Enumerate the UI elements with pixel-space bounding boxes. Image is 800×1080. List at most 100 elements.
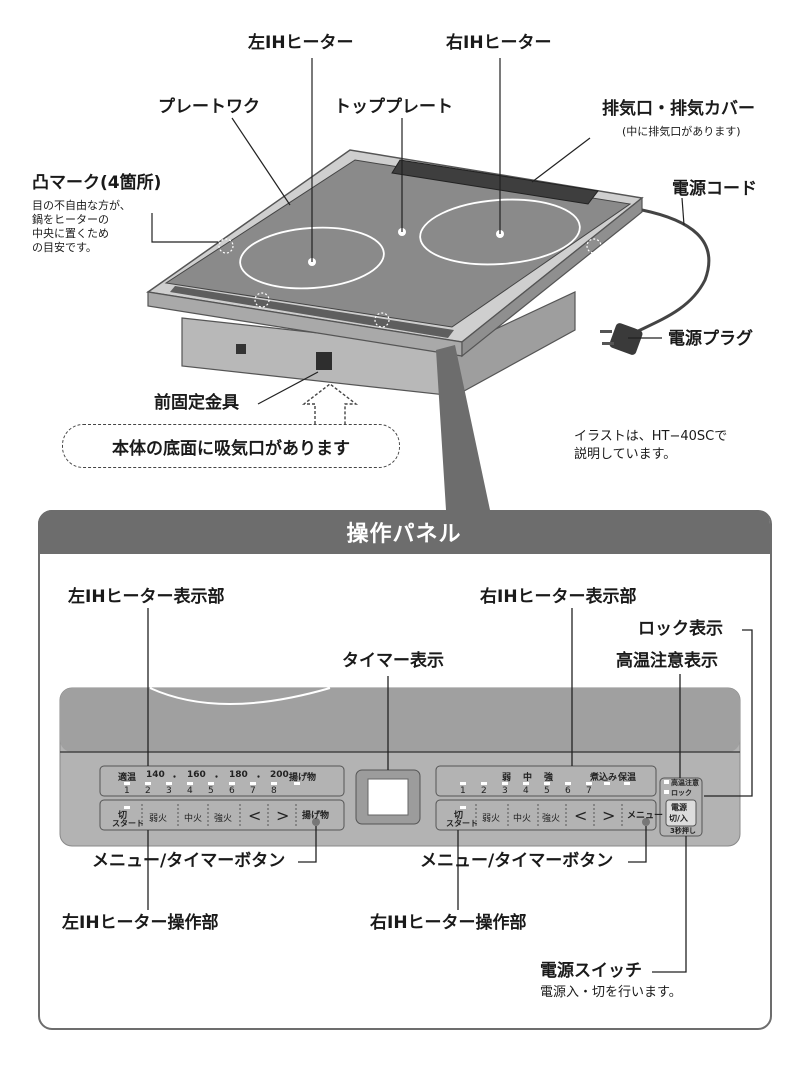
left-off-label[interactable]: 切 — [118, 811, 128, 821]
intake-note: 本体の底面に吸気口があります — [62, 424, 400, 468]
left-heater-label: 左IHヒーター — [248, 33, 354, 53]
glass-top-plate — [164, 159, 632, 328]
timer-display-label: タイマー表示 — [342, 651, 444, 671]
right-mid-button[interactable]: 中火 — [513, 814, 532, 824]
right-heater-circle — [419, 198, 581, 266]
exhaust-label: 排気口・排気カバー — [602, 99, 755, 119]
side-slot — [236, 344, 246, 354]
top-plate-label: トッププレート — [334, 97, 453, 117]
bump-mark-3 — [254, 292, 270, 308]
right-start-label[interactable]: スタート — [446, 819, 478, 828]
control-strip — [170, 286, 454, 338]
plate-frame-side — [461, 196, 643, 358]
right-num-1: 1 — [460, 786, 466, 796]
left-num-5: 5 — [208, 786, 214, 796]
timer-screen — [367, 778, 409, 816]
right-weak-button[interactable]: 弱火 — [482, 814, 501, 824]
left-num-1: 1 — [124, 786, 130, 796]
left-display-box — [99, 765, 345, 797]
right-num-4: 4 — [523, 786, 529, 796]
panel-title: 操作パネル — [38, 510, 770, 554]
right-num-5: 5 — [544, 786, 550, 796]
panel-illustration — [59, 687, 741, 847]
front-bracket-label: 前固定金具 — [154, 393, 239, 413]
left-display-label: 左IHヒーター表示部 — [68, 587, 225, 607]
illust-note-1: イラストは、HT−40SCで — [574, 429, 728, 444]
left-down-button[interactable]: < — [248, 806, 262, 825]
left-mid-button[interactable]: 中火 — [184, 814, 203, 824]
plate-work-label: プレートワク — [158, 97, 260, 117]
plug-pin-1 — [600, 330, 612, 333]
right-scale-weak: 弱 — [502, 773, 512, 783]
left-num-2: 2 — [145, 786, 151, 796]
right-strong-button[interactable]: 強火 — [542, 814, 561, 824]
lock-led-label: ロック — [671, 789, 692, 797]
bump-mark-1 — [218, 238, 234, 254]
right-operation-label: 右IHヒーター操作部 — [370, 913, 527, 933]
right-display-box — [435, 765, 657, 797]
right-num-7: 7 — [586, 786, 592, 796]
menu-timer-right-label: メニュー/タイマーボタン — [420, 851, 614, 871]
panel-callout-wedge — [436, 345, 490, 510]
power-button-face — [665, 799, 697, 827]
left-scale-7: ・ — [254, 773, 264, 783]
left-button-box — [99, 799, 345, 831]
bump-mark-2 — [586, 238, 602, 254]
left-num-8: 8 — [271, 786, 277, 796]
panel-heater-arc — [149, 687, 331, 705]
left-num-3: 3 — [166, 786, 172, 796]
bump-note-4: の目安です。 — [32, 241, 97, 254]
bump-mark-label: 凸マーク(4箇所) — [32, 173, 162, 193]
right-down-button[interactable]: < — [574, 806, 588, 825]
right-leds — [460, 782, 630, 809]
left-scale-3: ・ — [170, 773, 180, 783]
right-display-label: 右IHヒーター表示部 — [480, 587, 637, 607]
power-plug-body — [609, 323, 643, 355]
right-up-button[interactable]: > — [602, 806, 616, 825]
left-fry-button[interactable]: 揚げ物 — [302, 811, 330, 821]
right-num-3: 3 — [502, 786, 508, 796]
lock-hint: 3秒押し — [670, 827, 696, 835]
left-scale-2: 140 — [146, 770, 165, 780]
left-scale-8: 200 — [270, 770, 289, 780]
right-scale-simmer: 煮込み — [590, 773, 618, 783]
power-cord-line — [631, 208, 711, 336]
hot-led — [664, 780, 669, 784]
top-leader-lines — [151, 58, 685, 405]
right-menu-button[interactable]: メニュー — [627, 811, 664, 821]
lock-led — [664, 790, 669, 794]
right-num-6: 6 — [565, 786, 571, 796]
left-strong-button[interactable]: 強火 — [214, 814, 233, 824]
right-heater-label: 右IHヒーター — [446, 33, 552, 53]
left-scale-6: 180 — [229, 770, 248, 780]
left-scale-4: 160 — [187, 770, 206, 780]
power-switch-note: 電源入・切を行います。 — [540, 985, 682, 1000]
panel-leader-lines — [147, 608, 753, 973]
right-scale-keepwarm: 保温 — [618, 773, 637, 783]
right-num-2: 2 — [481, 786, 487, 796]
power-plug-label: 電源プラグ — [668, 329, 753, 349]
right-scale-mid: 中 — [523, 773, 533, 783]
power-button-label-2[interactable]: 切/入 — [669, 814, 688, 823]
right-scale-strong: 強 — [544, 773, 554, 783]
menu-timer-left-label: メニュー/タイマーボタン — [92, 851, 286, 871]
right-off-label[interactable]: 切 — [454, 811, 464, 821]
power-switch-label: 電源スイッチ — [540, 961, 642, 981]
lock-display-label: ロック表示 — [638, 619, 723, 639]
left-weak-button[interactable]: 弱火 — [149, 814, 168, 824]
power-group-box — [659, 777, 703, 837]
button-separators — [141, 804, 623, 828]
cooktop-illustration — [146, 149, 711, 398]
left-scale-9: 揚げ物 — [289, 773, 317, 783]
left-scale-5: ・ — [212, 773, 222, 783]
left-scale-1: 適温 — [118, 773, 137, 783]
exhaust-note: (中に排気口があります) — [622, 125, 741, 138]
left-num-6: 6 — [229, 786, 235, 796]
left-leds — [124, 782, 300, 809]
front-bracket — [316, 352, 332, 370]
left-start-label[interactable]: スタート — [112, 819, 144, 828]
left-up-button[interactable]: > — [276, 806, 290, 825]
power-cord-label: 電源コード — [672, 179, 757, 199]
power-button-label-1[interactable]: 電源 — [671, 803, 687, 812]
